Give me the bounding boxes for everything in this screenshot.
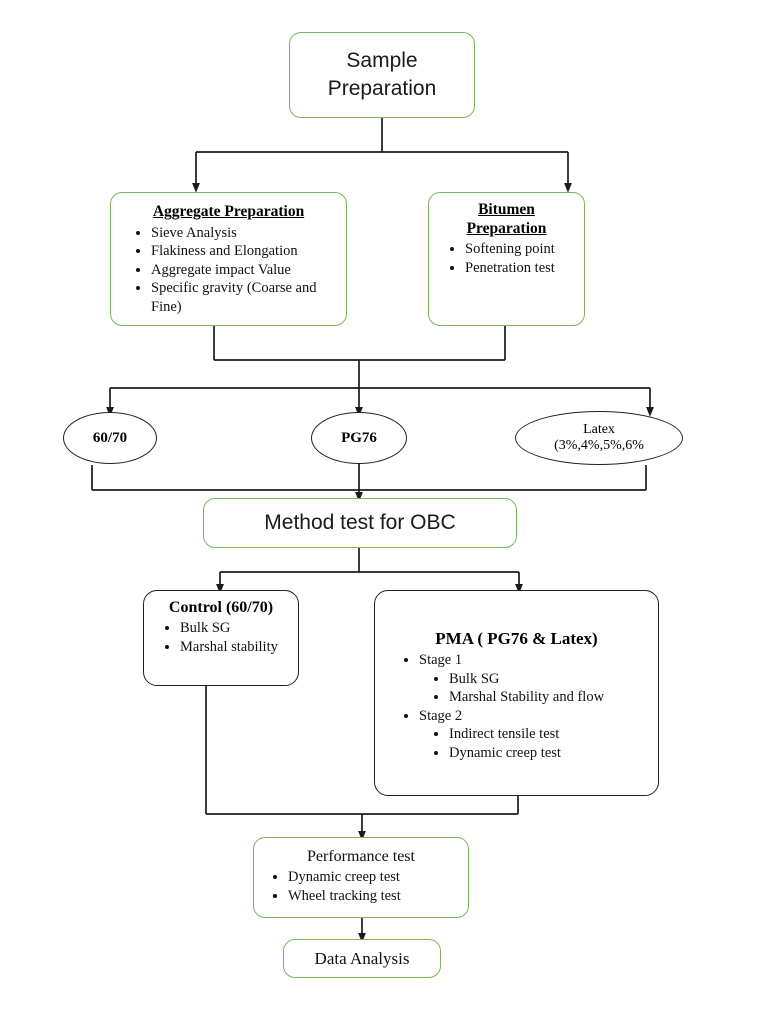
bitumen-preparation-heading: Bitumen Preparation (433, 201, 580, 238)
data-analysis-label: Data Analysis (314, 948, 410, 968)
pma-stage-list: Stage 1 Bulk SG Marshal Stability and fl… (381, 651, 652, 762)
list-item: Flakiness and Elongation (151, 242, 340, 261)
control-list: Bulk SG Marshal stability (148, 619, 294, 656)
list-item: Dynamic creep test (449, 744, 652, 763)
node-binder-60-70[interactable]: 60/70 (63, 412, 157, 464)
list-item: Indirect tensile test (449, 725, 652, 744)
bitumen-preparation-list: Softening point Penetration test (433, 240, 580, 277)
binder-latex-label: Latex (3%,4%,5%,6% (554, 422, 644, 453)
sample-preparation-line1: Sample (346, 49, 418, 73)
performance-test-heading: Performance test (307, 848, 415, 865)
list-item: Specific gravity (Coarse and Fine) (151, 279, 340, 316)
binder-60-70-label: 60/70 (92, 429, 128, 446)
binder-latex-line1: Latex (583, 422, 615, 438)
sample-preparation-line2: Preparation (327, 77, 437, 100)
bitumen-heading-line2: Preparation (466, 219, 547, 237)
pma-stage-2-items: Indirect tensile test Dynamic creep test (419, 725, 652, 762)
pma-stage-1-items: Bulk SG Marshal Stability and flow (419, 670, 652, 707)
node-bitumen-preparation[interactable]: Bitumen Preparation Softening point Pene… (428, 192, 585, 326)
node-control[interactable]: Control (60/70) Bulk SG Marshal stabilit… (143, 590, 299, 686)
node-data-analysis[interactable]: Data Analysis (283, 939, 441, 978)
list-item: Bulk SG (180, 619, 294, 638)
list-item: Softening point (465, 240, 580, 259)
aggregate-preparation-list: Sieve Analysis Flakiness and Elongation … (117, 224, 340, 317)
node-binder-pg76[interactable]: PG76 (311, 412, 407, 464)
node-binder-latex[interactable]: Latex (3%,4%,5%,6% (515, 411, 683, 465)
method-test-label: Method test for OBC (264, 511, 456, 535)
node-aggregate-preparation[interactable]: Aggregate Preparation Sieve Analysis Fla… (110, 192, 347, 326)
sample-preparation-label: Sample Preparation (328, 47, 437, 102)
control-heading: Control (60/70) (168, 599, 274, 616)
binder-latex-line2: (3%,4%,5%,6% (554, 438, 644, 453)
node-pma[interactable]: PMA ( PG76 & Latex) Stage 1 Bulk SG Mars… (374, 590, 659, 796)
bitumen-heading-line1: Bitumen (478, 201, 535, 218)
list-item: Dynamic creep test (288, 868, 468, 887)
list-item: Sieve Analysis (151, 224, 340, 243)
performance-test-list: Dynamic creep test Wheel tracking test (254, 868, 468, 905)
list-item: Penetration test (465, 259, 580, 278)
node-sample-preparation[interactable]: Sample Preparation (289, 32, 475, 118)
pma-stage-2-label: Stage 2 (419, 707, 463, 724)
binder-pg76-label: PG76 (341, 429, 377, 446)
list-item: Marshal stability (180, 638, 294, 657)
list-item: Wheel tracking test (288, 887, 468, 906)
list-item: Stage 2 Indirect tensile test Dynamic cr… (419, 707, 652, 763)
list-item: Aggregate impact Value (151, 261, 340, 280)
node-method-test[interactable]: Method test for OBC (203, 498, 517, 548)
pma-heading: PMA ( PG76 & Latex) (435, 629, 598, 648)
pma-stage-1-label: Stage 1 (419, 652, 463, 668)
list-item: Bulk SG (449, 670, 652, 689)
list-item: Stage 1 Bulk SG Marshal Stability and fl… (419, 651, 652, 707)
node-performance-test[interactable]: Performance test Dynamic creep test Whee… (253, 837, 469, 918)
list-item: Marshal Stability and flow (449, 688, 652, 707)
aggregate-preparation-heading: Aggregate Preparation (152, 203, 305, 220)
